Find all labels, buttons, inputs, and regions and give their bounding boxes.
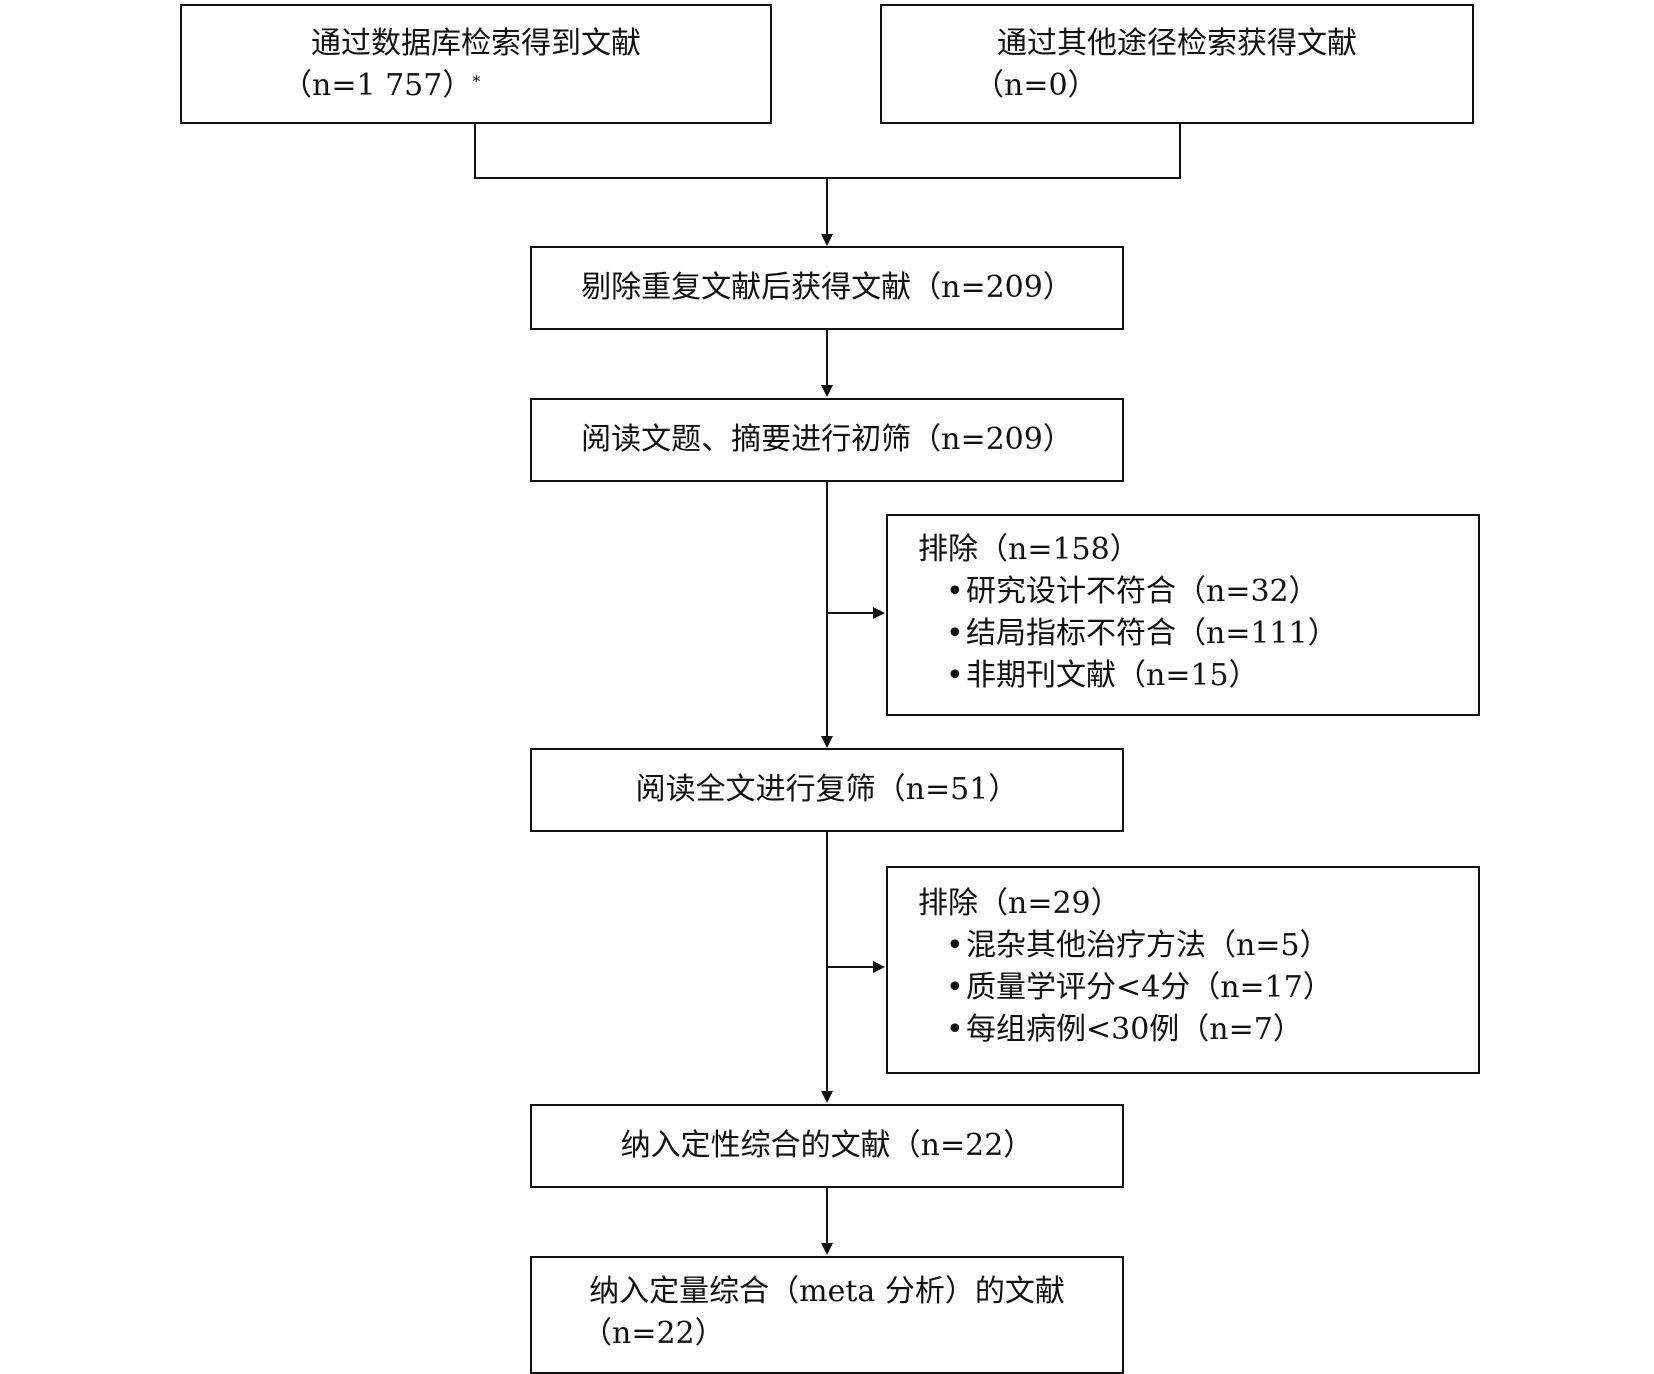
dedup-text: 剔除重复文献后获得文献（n=209）	[581, 270, 1073, 305]
exclude-2-item-2: 质量学评分<4分（n=17）	[946, 968, 1478, 1008]
fulltext-text: 阅读全文进行复筛（n=51）	[635, 772, 1019, 807]
db-search-box: 通过数据库检索得到文献 （n=1 757）*	[180, 4, 772, 124]
db-search-line2-row: （n=1 757）*	[282, 66, 770, 106]
exclude-1-item-3: 非期刊文献（n=15）	[946, 656, 1478, 696]
screen-abstract-text: 阅读文题、摘要进行初筛（n=209）	[581, 422, 1073, 457]
qualitative-box: 纳入定性综合的文献（n=22）	[530, 1104, 1124, 1188]
exclude-1-title: 排除（n=158）	[918, 532, 1140, 567]
qualitative-text: 纳入定性综合的文献（n=22）	[620, 1128, 1034, 1163]
quantitative-box: 纳入定量综合（meta 分析）的文献 （n=22）	[530, 1256, 1124, 1374]
fulltext-box: 阅读全文进行复筛（n=51）	[530, 748, 1124, 832]
db-search-line1: 通过数据库检索得到文献	[311, 26, 641, 61]
screen-abstract-box: 阅读文题、摘要进行初筛（n=209）	[530, 398, 1124, 482]
other-search-line2: （n=0）	[974, 68, 1098, 103]
quantitative-line1: 纳入定量综合（meta 分析）的文献	[589, 1274, 1065, 1309]
other-search-line1: 通过其他途径检索获得文献	[997, 26, 1357, 61]
dedup-box: 剔除重复文献后获得文献（n=209）	[530, 246, 1124, 330]
exclude-2-title: 排除（n=29）	[918, 886, 1121, 921]
other-search-box: 通过其他途径检索获得文献 （n=0）	[880, 4, 1474, 124]
exclude-1-item-2: 结局指标不符合（n=111）	[946, 614, 1478, 654]
exclude-1-box: 排除（n=158） 研究设计不符合（n=32） 结局指标不符合（n=111） 非…	[886, 514, 1480, 716]
footnote-mark: *	[472, 72, 481, 91]
exclude-2-item-1: 混杂其他治疗方法（n=5）	[946, 926, 1478, 966]
exclude-2-item-3: 每组病例<30例（n=7）	[946, 1010, 1478, 1050]
exclude-1-item-1: 研究设计不符合（n=32）	[946, 572, 1478, 612]
exclude-2-box: 排除（n=29） 混杂其他治疗方法（n=5） 质量学评分<4分（n=17） 每组…	[886, 866, 1480, 1074]
db-search-line2: （n=1 757）	[282, 68, 473, 103]
quantitative-line2: （n=22）	[582, 1316, 725, 1351]
